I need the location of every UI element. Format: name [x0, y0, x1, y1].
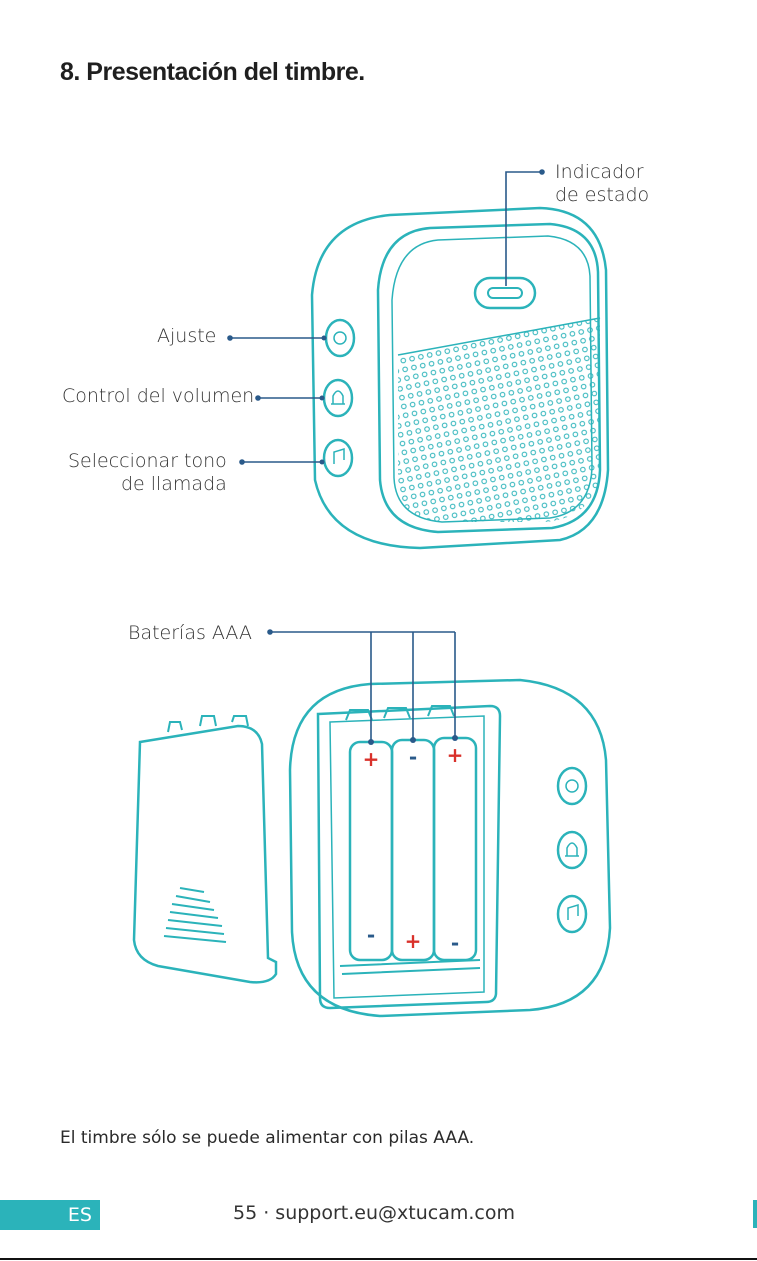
battery-sign-top-2: - — [409, 745, 417, 769]
adjust-label: Ajuste — [157, 325, 216, 348]
battery-sign-bottom-1: - — [367, 923, 375, 947]
batteries-label: Baterías AAA — [128, 622, 252, 645]
doorbell-rear-body — [290, 680, 610, 1016]
battery-sign-bottom-2: + — [405, 929, 422, 953]
battery-sign-top-1: + — [363, 747, 380, 771]
ringtone-label: Seleccionar tono de llamada — [68, 450, 227, 496]
battery-sign-top-3: + — [447, 743, 464, 767]
cover-vent-slots — [164, 888, 226, 942]
footer-edge-marker — [753, 1200, 757, 1228]
bottom-rule — [0, 1258, 757, 1260]
battery-cover — [134, 726, 276, 982]
battery-sign-bottom-3: - — [451, 931, 459, 955]
language-tab: ES — [0, 1200, 100, 1230]
status-indicator-label: Indicador de estado — [555, 161, 649, 207]
page-footer-contact: 55 · support.eu@xtucam.com — [233, 1202, 515, 1224]
battery-note: El timbre sólo se puede alimentar con pi… — [60, 1128, 474, 1148]
volume-control-label: Control del volumen — [62, 385, 254, 408]
